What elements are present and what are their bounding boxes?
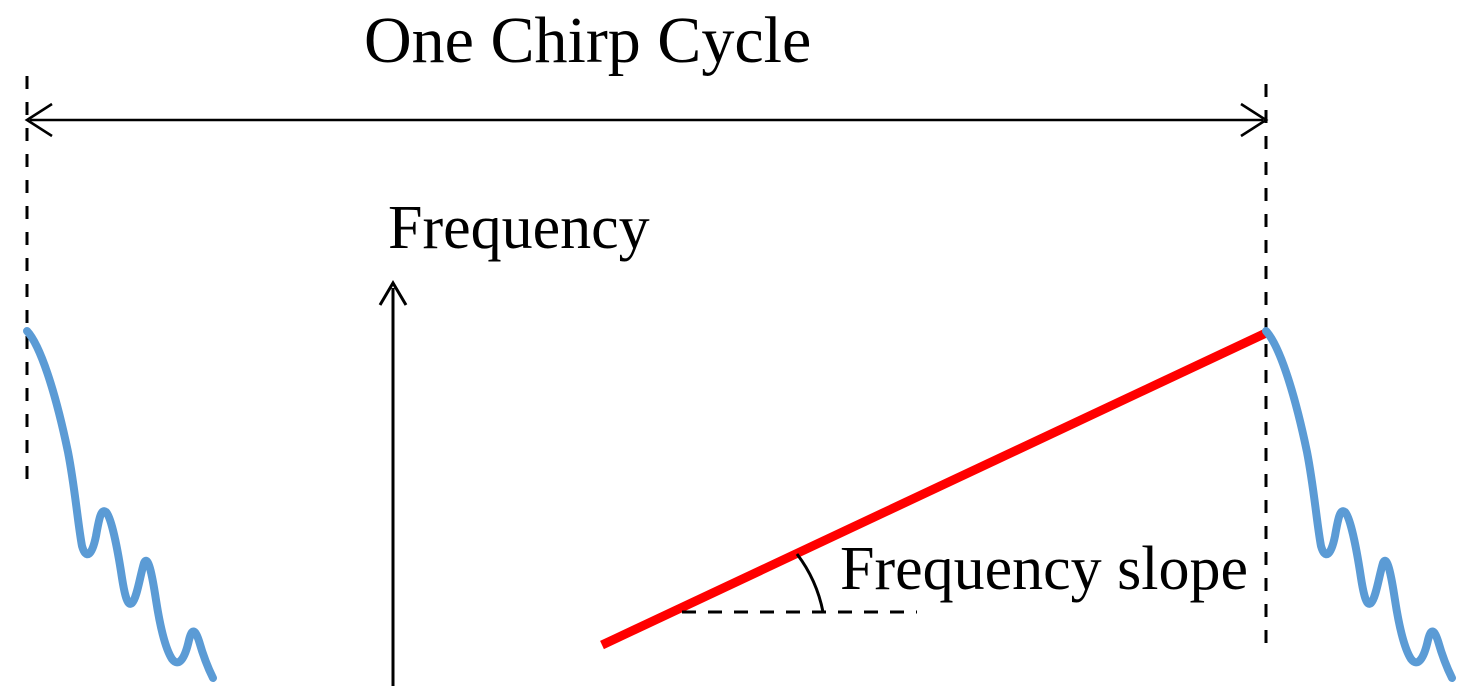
- angle-arc-icon: [795, 553, 825, 613]
- frequency-ramp-line: [600, 328, 1268, 650]
- frequency-axis-label: Frequency: [388, 194, 650, 262]
- frequency-slope-label: Frequency slope: [840, 535, 1249, 603]
- frequency-axis-arrow-icon: [378, 280, 408, 686]
- page-title: One Chirp Cycle: [364, 4, 812, 77]
- cycle-span-arrow-icon: [24, 102, 1269, 138]
- signal-waveform-left: [23, 327, 217, 682]
- signal-waveform-right: [1262, 327, 1456, 682]
